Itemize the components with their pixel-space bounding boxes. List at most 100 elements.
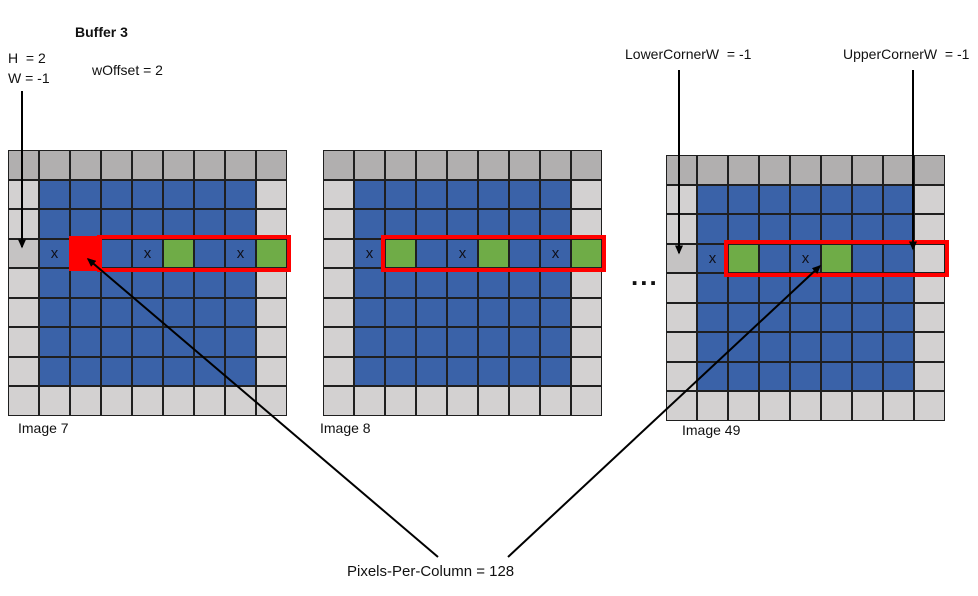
grid-cell — [323, 209, 354, 239]
grid-cell — [666, 243, 697, 273]
grid-cell — [728, 361, 759, 391]
grid-cell — [256, 356, 287, 386]
grid-cell — [914, 332, 945, 362]
grid-cell — [478, 327, 509, 357]
grid-cell — [571, 268, 602, 298]
grid-cell-x: x — [39, 238, 70, 268]
grid-cell — [225, 268, 256, 298]
grid-cell — [163, 327, 194, 357]
grid-cell — [8, 150, 39, 180]
grid-cell — [70, 150, 101, 180]
grid-cell — [447, 386, 478, 416]
grid-cell — [256, 209, 287, 239]
grid-cell — [666, 214, 697, 244]
grid-cell — [101, 327, 132, 357]
grid-cell — [697, 155, 728, 185]
grid-cell — [323, 268, 354, 298]
grid-cell — [354, 150, 385, 180]
grid-cell — [323, 150, 354, 180]
grid-cell — [70, 356, 101, 386]
grid-cell — [132, 179, 163, 209]
grid-cell — [132, 150, 163, 180]
grid-cell — [385, 268, 416, 298]
grid-cell — [571, 209, 602, 239]
grid-cell — [70, 179, 101, 209]
grid-cell — [256, 179, 287, 209]
grid-cell — [323, 179, 354, 209]
grid-cell — [509, 356, 540, 386]
grid-cell — [666, 361, 697, 391]
grid-cell — [540, 209, 571, 239]
grid-cell — [385, 297, 416, 327]
grid-cell — [790, 391, 821, 421]
grid-cell — [447, 179, 478, 209]
grid-cell — [416, 356, 447, 386]
grid-cell — [194, 268, 225, 298]
grid-cell — [540, 297, 571, 327]
w-label: W = -1 — [8, 70, 50, 86]
grid-cell — [728, 273, 759, 303]
grid-cell — [914, 184, 945, 214]
red-outline-box — [381, 234, 606, 272]
grid-cell — [697, 361, 728, 391]
grid-cell — [790, 332, 821, 362]
grid-cell — [447, 268, 478, 298]
image-49-label: Image 49 — [682, 422, 741, 438]
grid-cell — [852, 243, 883, 273]
grid-cell — [225, 386, 256, 416]
grid-cell — [790, 302, 821, 332]
grid-cell — [163, 356, 194, 386]
grid-cell — [666, 332, 697, 362]
grid-cell — [759, 184, 790, 214]
grid-cell — [70, 327, 101, 357]
grid-cell — [416, 150, 447, 180]
grid-cell — [666, 184, 697, 214]
grid-cell — [416, 179, 447, 209]
grid-cell — [509, 150, 540, 180]
grid-cell — [759, 302, 790, 332]
grid-cell — [354, 179, 385, 209]
grid-cell — [509, 386, 540, 416]
grid-cell — [385, 327, 416, 357]
grid-cell — [8, 356, 39, 386]
grid-cell — [478, 268, 509, 298]
grid-cell — [447, 356, 478, 386]
grid-cell — [883, 243, 914, 273]
grid-cell — [101, 268, 132, 298]
grid-cell — [790, 155, 821, 185]
grid-cell — [132, 297, 163, 327]
grid-cell — [354, 209, 385, 239]
grid-cell — [883, 155, 914, 185]
grid-cell — [509, 268, 540, 298]
grid-cell — [385, 150, 416, 180]
grid-cell — [852, 184, 883, 214]
grid-cell — [416, 327, 447, 357]
grid-cell — [354, 327, 385, 357]
grid-cell — [39, 327, 70, 357]
grid-cell — [759, 391, 790, 421]
lower-corner-label: LowerCornerW = -1 — [625, 46, 752, 62]
grid-cell — [256, 327, 287, 357]
grid-cell — [821, 361, 852, 391]
grid-cell — [132, 327, 163, 357]
grid-cell — [163, 150, 194, 180]
grid-cell — [194, 297, 225, 327]
grid-cell — [447, 327, 478, 357]
pixels-per-column-label: Pixels-Per-Column = 128 — [347, 563, 515, 580]
grid-cell — [852, 332, 883, 362]
grid-cell — [728, 155, 759, 185]
grid-cell — [540, 268, 571, 298]
grid-cell — [101, 209, 132, 239]
grid-cell — [8, 268, 39, 298]
grid-cell — [509, 297, 540, 327]
grid-cell — [790, 273, 821, 303]
grid-cell — [354, 268, 385, 298]
grid-cell — [163, 268, 194, 298]
grid-cell — [728, 391, 759, 421]
grid-cell — [39, 297, 70, 327]
woffset-label: wOffset = 2 — [92, 62, 163, 78]
grid-cell — [225, 179, 256, 209]
